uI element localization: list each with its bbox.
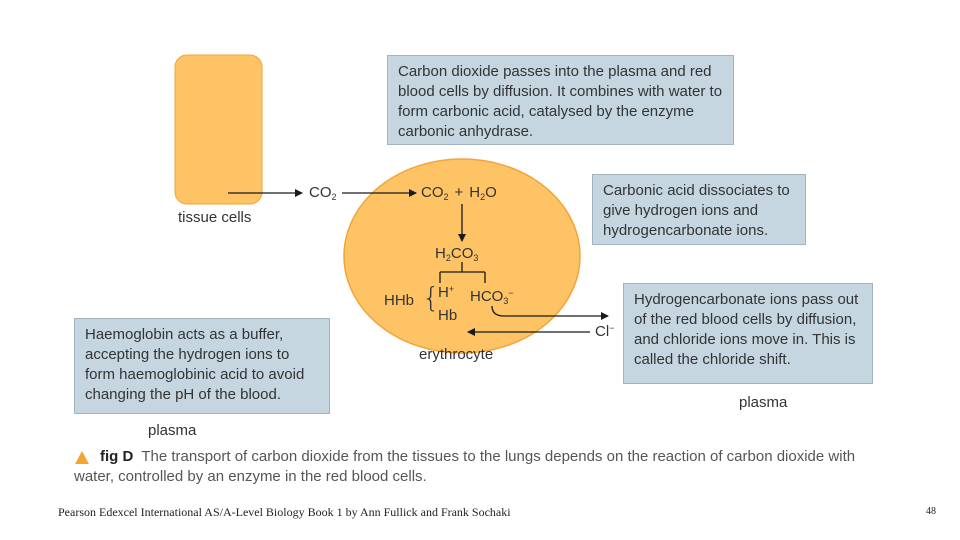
brace: {	[422, 281, 440, 314]
hhb-label: HHb	[384, 292, 415, 309]
page-number: 48	[926, 506, 936, 517]
tissue-cell	[174, 54, 263, 205]
info-box-dissociation: Carbonic acid dissociates to give hydrog…	[592, 174, 806, 245]
hydrogencarbonate-ion: HCO3−	[470, 288, 514, 306]
plasma-label-left: plasma	[148, 422, 197, 439]
haemoglobin: Hb	[438, 307, 458, 324]
arrow-hco3-out	[491, 305, 609, 320]
co2-plasma: CO2	[309, 184, 337, 202]
erythrocyte-label: erythrocyte	[419, 346, 494, 363]
reaction-co2-water: CO2+H2O	[421, 184, 497, 202]
erythrocyte-cell	[343, 158, 581, 354]
caption-text: The transport of carbon dioxide from the…	[74, 448, 856, 485]
tissue-cells-label: tissue cells	[178, 209, 252, 226]
info-box-buffer: Haemoglobin acts as a buffer, accepting …	[74, 318, 330, 414]
triangle-icon	[75, 451, 89, 464]
info-box-diffusion: Carbon dioxide passes into the plasma an…	[387, 55, 734, 145]
info-box-chloride-shift: Hydrogencarbonate ions pass out of the r…	[623, 283, 873, 384]
carbonic-acid: H2CO3	[435, 245, 479, 263]
chloride-ion: Cl−	[595, 323, 615, 340]
dissociation-bracket	[439, 262, 486, 283]
book-citation: Pearson Edexcel International AS/A-Level…	[58, 505, 511, 519]
figure-label: fig D	[100, 448, 134, 465]
plasma-label-right: plasma	[739, 394, 788, 411]
hydrogen-ion: H+	[438, 284, 455, 301]
